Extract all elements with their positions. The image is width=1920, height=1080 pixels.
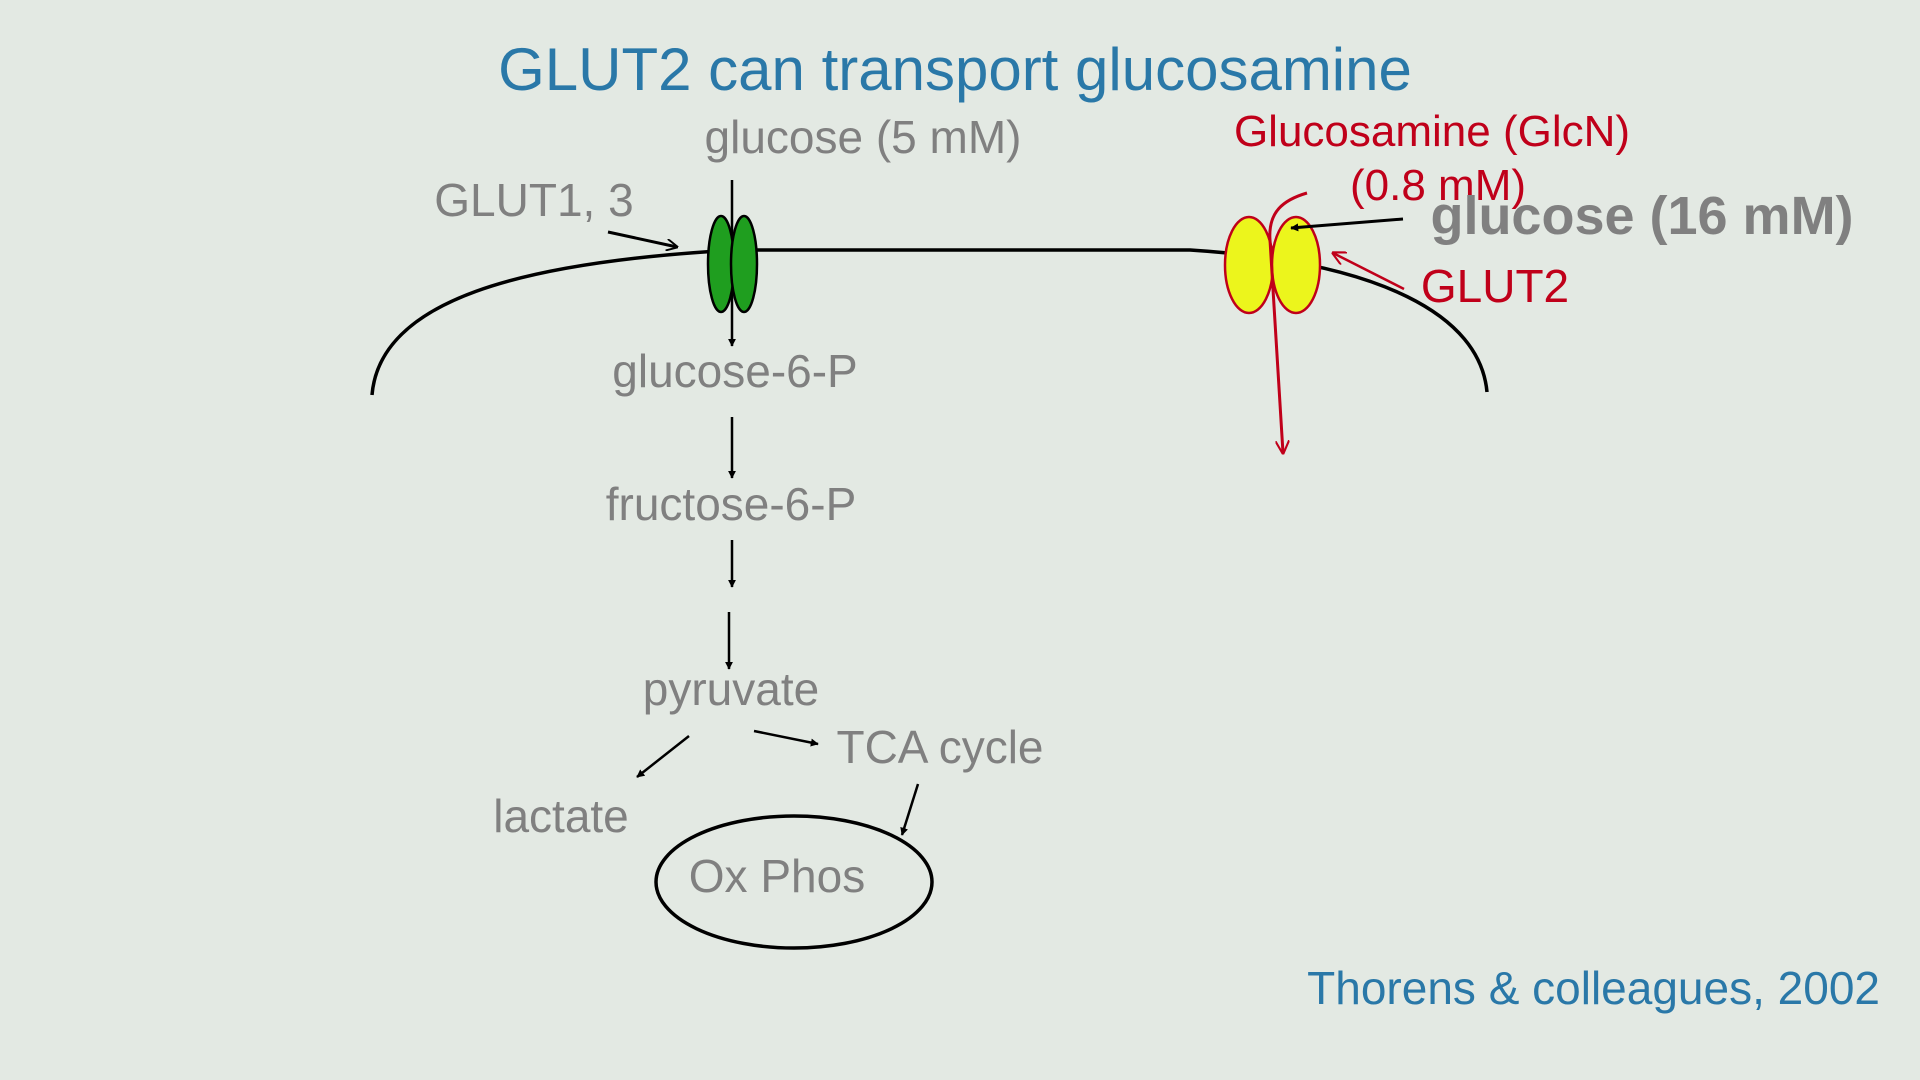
arrow-pyruvate-to-lactate [636, 735, 690, 778]
label-glucose-5mm: glucose (5 mM) [705, 111, 1022, 163]
arrow-glut2-pointer [1333, 253, 1405, 291]
arrow-tca-to-oxphos [900, 783, 920, 836]
arrow-glut13-pointer [607, 230, 677, 247]
label-glucosamine-conc: (0.8 mM) [1350, 161, 1526, 210]
label-glucose-6-p: glucose-6-P [612, 345, 857, 397]
slide-title: GLUT2 can transport glucosamine [498, 36, 1412, 103]
label-fructose-6-p: fructose-6-P [606, 478, 857, 530]
arrow-pyruvate-to-tca [753, 729, 819, 747]
label-lactate: lactate [493, 790, 629, 842]
label-pyruvate: pyruvate [643, 663, 819, 715]
green-double-ellipse-icon [706, 214, 759, 314]
label-ox-phos: Ox Phos [689, 850, 865, 902]
label-glut2: GLUT2 [1421, 260, 1569, 312]
label-glucosamine: Glucosamine (GlcN) [1234, 107, 1630, 156]
citation: Thorens & colleagues, 2002 [1307, 962, 1880, 1014]
label-tca-cycle: TCA cycle [836, 721, 1043, 773]
label-glut1-3: GLUT1, 3 [434, 174, 633, 226]
arrow-glucosamine-entry [1268, 191, 1308, 453]
mitochondrion-ellipse [654, 814, 934, 950]
label-glucose-16mm: glucose (16 mM) [1430, 186, 1853, 246]
arrow-glucose-16mm [1290, 217, 1404, 232]
